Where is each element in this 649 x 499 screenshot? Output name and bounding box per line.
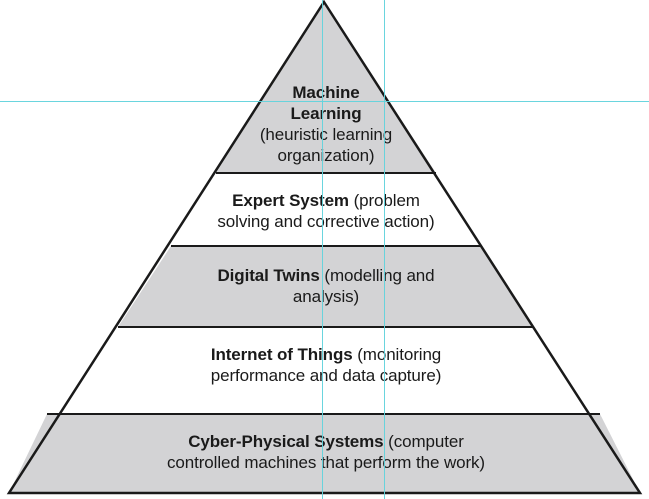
title-machine-learning-line2: Learning [290,104,362,123]
desc-machine-learning-line1: (heuristic learning [259,125,393,144]
tier-expert-system [171,173,482,246]
label-cyber-physical-systems: Cyber-Physical Systems (computer control… [60,431,592,473]
desc-digital-twins-line1: (modelling and [324,266,435,285]
tier-digital-twins [118,246,534,327]
tier-machine-learning [216,2,436,173]
title-cyber-physical-systems: Cyber-Physical Systems [188,432,384,451]
title-machine-learning-line1: Machine [292,83,360,102]
title-expert-system: Expert System [232,191,349,210]
desc-expert-system-line2: solving and corrective action) [217,212,435,231]
desc-internet-of-things-line1: (monitoring [357,345,442,364]
desc-cyber-physical-systems-line1: (computer [388,432,464,451]
desc-machine-learning-line2: organization) [277,146,375,165]
desc-digital-twins-line2: analysis) [292,287,360,306]
title-digital-twins: Digital Twins [217,266,320,285]
desc-expert-system-line1: (problem [353,191,420,210]
desc-cyber-physical-systems-line2: controlled machines that perform the wor… [167,453,485,472]
label-internet-of-things: Internet of Things (monitoring performan… [100,344,552,386]
desc-internet-of-things-line2: performance and data capture) [210,366,442,385]
title-internet-of-things: Internet of Things [210,345,353,364]
label-digital-twins: Digital Twins (modelling and analysis) [120,265,532,307]
tier-cyber-physical-systems [9,414,640,493]
label-machine-learning: Machine Learning (heuristic learning org… [224,82,428,166]
tier-internet-of-things [47,327,600,414]
label-expert-system: Expert System (problem solving and corre… [140,190,512,232]
pyramid-outline [6,0,643,495]
